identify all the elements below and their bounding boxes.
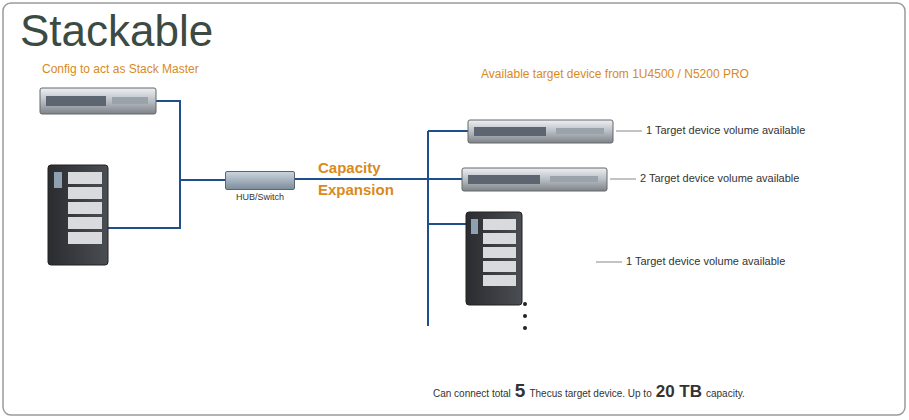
drive-bay bbox=[483, 219, 516, 230]
rack-bays bbox=[474, 127, 546, 136]
drive-bay bbox=[68, 172, 102, 184]
dot bbox=[523, 314, 527, 318]
switch-label: HUB/Switch bbox=[222, 192, 298, 202]
note-number: 5 bbox=[515, 380, 526, 402]
rack-server bbox=[462, 168, 607, 191]
frame bbox=[3, 3, 905, 415]
drive-bay bbox=[68, 217, 102, 229]
dot bbox=[523, 326, 527, 330]
wire bbox=[428, 178, 462, 180]
wire bbox=[180, 179, 226, 181]
drive-bay bbox=[483, 275, 516, 286]
drive-bay bbox=[483, 247, 516, 258]
tower-nas bbox=[48, 165, 108, 265]
tower-lcd bbox=[471, 219, 478, 234]
leader-line bbox=[616, 131, 642, 132]
wires bbox=[108, 101, 468, 326]
wire bbox=[428, 223, 466, 225]
wire bbox=[293, 178, 428, 180]
leader-line bbox=[610, 179, 636, 180]
switch-body bbox=[225, 171, 295, 190]
rack-bays bbox=[468, 175, 540, 184]
title: Stackable bbox=[20, 6, 213, 57]
dot bbox=[523, 302, 527, 306]
rack-body bbox=[468, 120, 613, 143]
bus-line bbox=[427, 131, 429, 326]
tower-lcd bbox=[54, 172, 62, 188]
rack-server bbox=[468, 120, 613, 143]
flow-label: Capacity Expansion bbox=[318, 157, 398, 201]
group-caption: Config to act as Stack Master bbox=[42, 63, 199, 77]
note-text: Thecus target device. Up to bbox=[529, 388, 651, 399]
drive-bay bbox=[68, 232, 102, 244]
rack-panel bbox=[550, 176, 598, 182]
rack-server bbox=[40, 88, 156, 114]
note-number: 20 TB bbox=[656, 382, 702, 402]
rack-body bbox=[40, 88, 156, 114]
drive-bay bbox=[68, 187, 102, 199]
rack-panel bbox=[112, 97, 148, 104]
drive-bay bbox=[68, 202, 102, 214]
wire bbox=[428, 130, 468, 132]
rack-panel bbox=[556, 128, 604, 134]
rack-bays bbox=[46, 96, 106, 106]
device-note: 2 Target device volume available bbox=[640, 172, 799, 185]
leader-line bbox=[596, 262, 622, 263]
drive-bay bbox=[483, 233, 516, 244]
note-text: capacity. bbox=[706, 388, 745, 399]
device-note: 1 Target device volume available bbox=[646, 124, 805, 137]
wire bbox=[108, 101, 180, 228]
group-caption: Available target device from 1U4500 / N5… bbox=[481, 68, 749, 82]
tower-body bbox=[48, 165, 108, 265]
drive-bay bbox=[483, 261, 516, 272]
note-text: Can connect total bbox=[433, 388, 511, 399]
bottom-note: Can connect total 5Thecus target device. … bbox=[433, 380, 749, 402]
leader-lines bbox=[596, 131, 642, 262]
tower-nas bbox=[466, 212, 522, 305]
continuation-dots bbox=[523, 302, 527, 330]
rack-body bbox=[462, 168, 607, 191]
tower-body bbox=[466, 212, 522, 305]
switch-node: HUB/Switch bbox=[222, 170, 298, 210]
device-note: 1 Target device volume available bbox=[626, 255, 785, 268]
